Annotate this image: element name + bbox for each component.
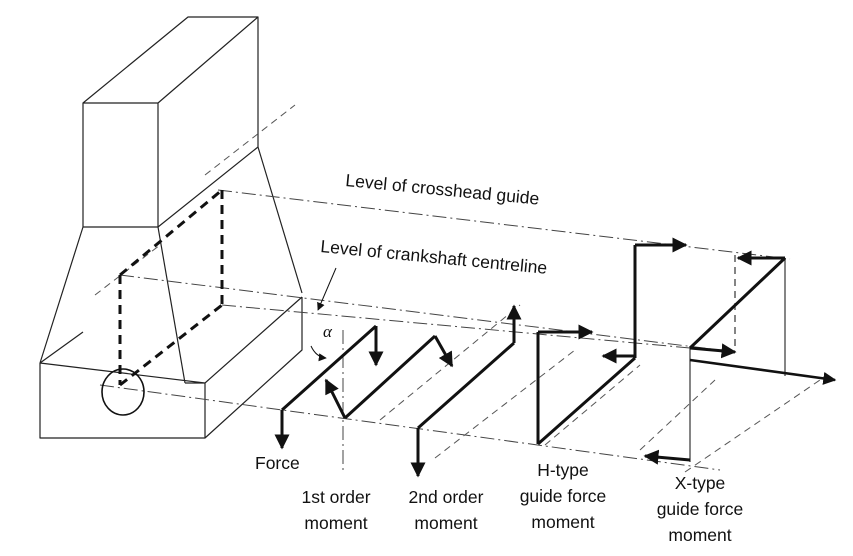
crank-dashed [118, 188, 224, 387]
x-type-moment [643, 250, 787, 465]
axis-arrow [689, 358, 837, 385]
alpha-label: α [323, 322, 333, 341]
first-order-moment [324, 334, 454, 420]
a-frame [39, 146, 303, 384]
crankshaft-circle [101, 368, 145, 416]
x-type-box [689, 258, 786, 462]
bedplate [39, 296, 303, 439]
h-type-moment [536, 237, 688, 446]
leader-line [317, 267, 337, 311]
alpha-arc [310, 345, 327, 362]
h-type-label-3: moment [531, 512, 594, 532]
x-type-label-2: guide force [657, 499, 744, 519]
engine-frame [39, 16, 303, 439]
h-type-label-1: H-type [537, 460, 589, 480]
top-block [82, 16, 259, 228]
first-order-label-1: 1st order [301, 487, 370, 507]
h-type-label-2: guide force [520, 486, 607, 506]
x-type-label-1: X-type [675, 473, 726, 493]
first-order-label-2: moment [304, 513, 367, 533]
perspective-guides [94, 104, 821, 473]
second-order-label-1: 2nd order [409, 487, 484, 507]
crosshead-guide-label: Level of crosshead guide [345, 170, 541, 209]
force-label: Force [255, 453, 300, 473]
second-order-moment [410, 304, 522, 478]
centre-lines [99, 189, 791, 471]
crankshaft-centreline-label: Level of crankshaft centreline [320, 236, 549, 278]
x-type-label-3: moment [668, 525, 731, 545]
second-order-label-2: moment [414, 513, 477, 533]
force-vector [274, 324, 384, 450]
